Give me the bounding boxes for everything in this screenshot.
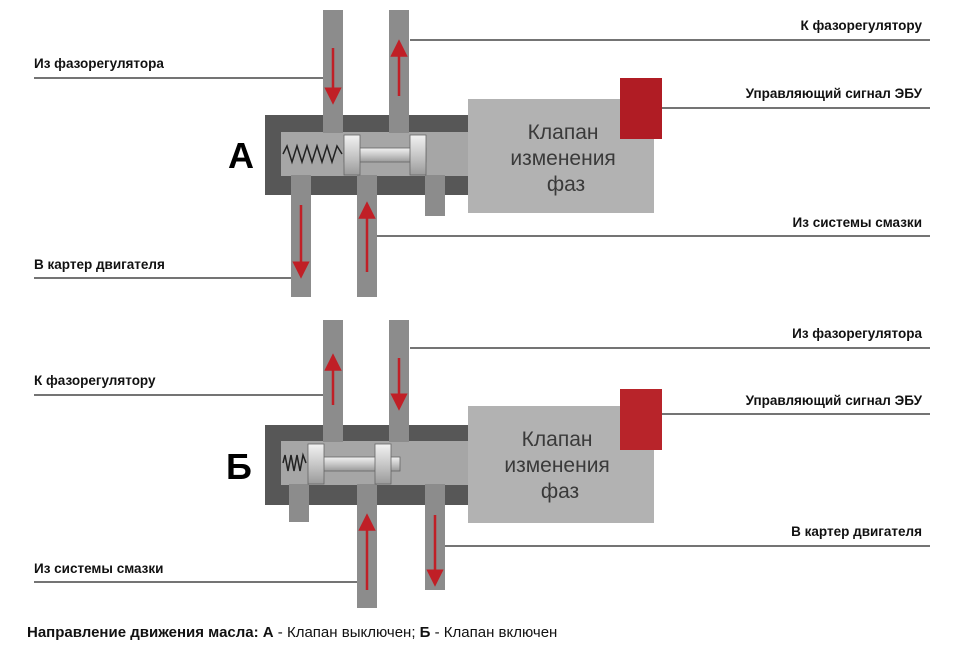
caption-a-letter: А bbox=[262, 624, 274, 641]
diagram-a: Клапан изменения фаз А Из фазорегулятора… bbox=[34, 10, 930, 297]
spring-a bbox=[282, 143, 343, 165]
label-from-lube-b: Из системы смазки bbox=[34, 561, 163, 576]
label-to-phaser-a: К фазорегулятору bbox=[800, 18, 922, 33]
diagram-letter-a: А bbox=[228, 135, 254, 176]
flow-arrows-b bbox=[324, 353, 444, 590]
leader-lines-a bbox=[34, 39, 930, 279]
spool-b bbox=[307, 443, 401, 485]
label-to-crankcase-b: В картер двигателя bbox=[791, 524, 922, 539]
ecu-connector-b bbox=[620, 389, 662, 450]
label-from-phaser-b: Из фазорегулятора bbox=[792, 326, 922, 341]
caption-b-text: - Клапан включен bbox=[430, 624, 558, 641]
diagram-letter-b: Б bbox=[226, 446, 252, 487]
valve-label-a: Клапан изменения фаз bbox=[510, 121, 621, 196]
label-ecu-signal-b: Управляющий сигнал ЭБУ bbox=[746, 393, 923, 408]
caption-a-text: - Клапан выключен; bbox=[273, 624, 416, 641]
label-to-phaser-b: К фазорегулятору bbox=[34, 373, 156, 388]
figure-caption: Направление движения масла: А - Клапан в… bbox=[27, 624, 557, 641]
diagram-b: Клапан изменения фаз Б Из фазорегулятора… bbox=[34, 320, 930, 608]
valve-label-b: Клапан изменения фаз bbox=[504, 428, 615, 503]
leader-lines-b bbox=[34, 347, 930, 583]
spring-b bbox=[282, 452, 307, 472]
label-from-lube-a: Из системы смазки bbox=[793, 215, 922, 230]
spool-a bbox=[343, 134, 427, 176]
label-to-crankcase-a: В картер двигателя bbox=[34, 257, 165, 272]
caption-b-letter: Б bbox=[419, 624, 431, 641]
caption-title: Направление движения масла: bbox=[27, 624, 259, 641]
flow-arrows-a bbox=[292, 39, 408, 279]
label-ecu-signal-a: Управляющий сигнал ЭБУ bbox=[746, 86, 923, 101]
label-from-phaser-a: Из фазорегулятора bbox=[34, 56, 164, 71]
ecu-connector-a bbox=[620, 78, 662, 139]
